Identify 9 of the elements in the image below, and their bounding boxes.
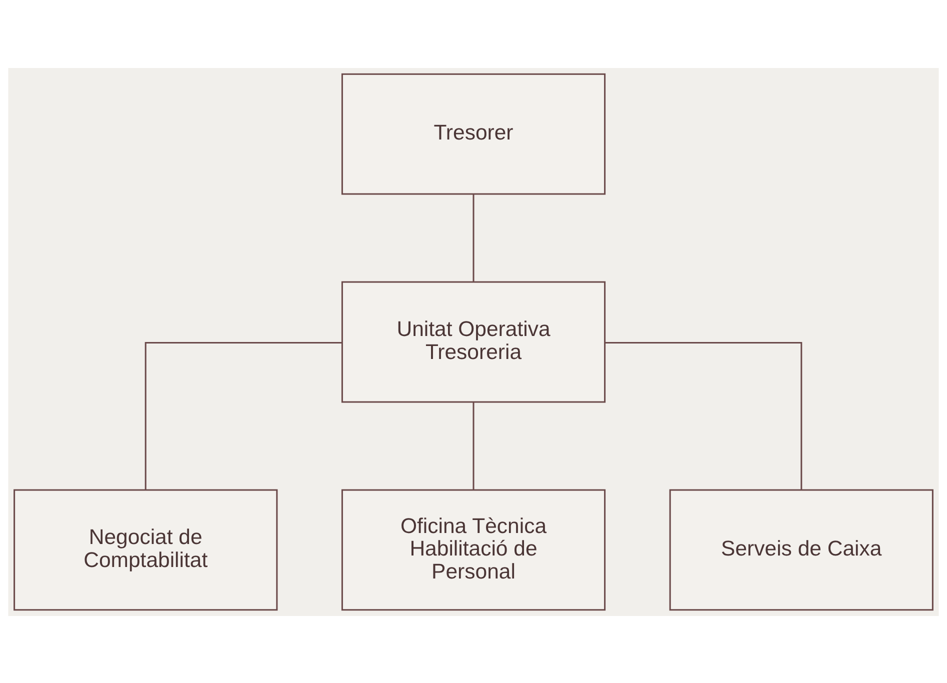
connector <box>604 342 802 489</box>
connector <box>472 402 474 490</box>
node-box: Oficina Tècnica Habilitació de Personal <box>341 488 606 610</box>
node-box: Tresorer <box>341 72 606 194</box>
connector <box>144 342 342 489</box>
node-box: Negociat de Comptabilitat <box>14 488 278 610</box>
node-box: Serveis de Caixa <box>669 488 934 610</box>
connector <box>472 194 474 282</box>
node-box: Unitat Operativa Tresoreria <box>341 280 606 402</box>
